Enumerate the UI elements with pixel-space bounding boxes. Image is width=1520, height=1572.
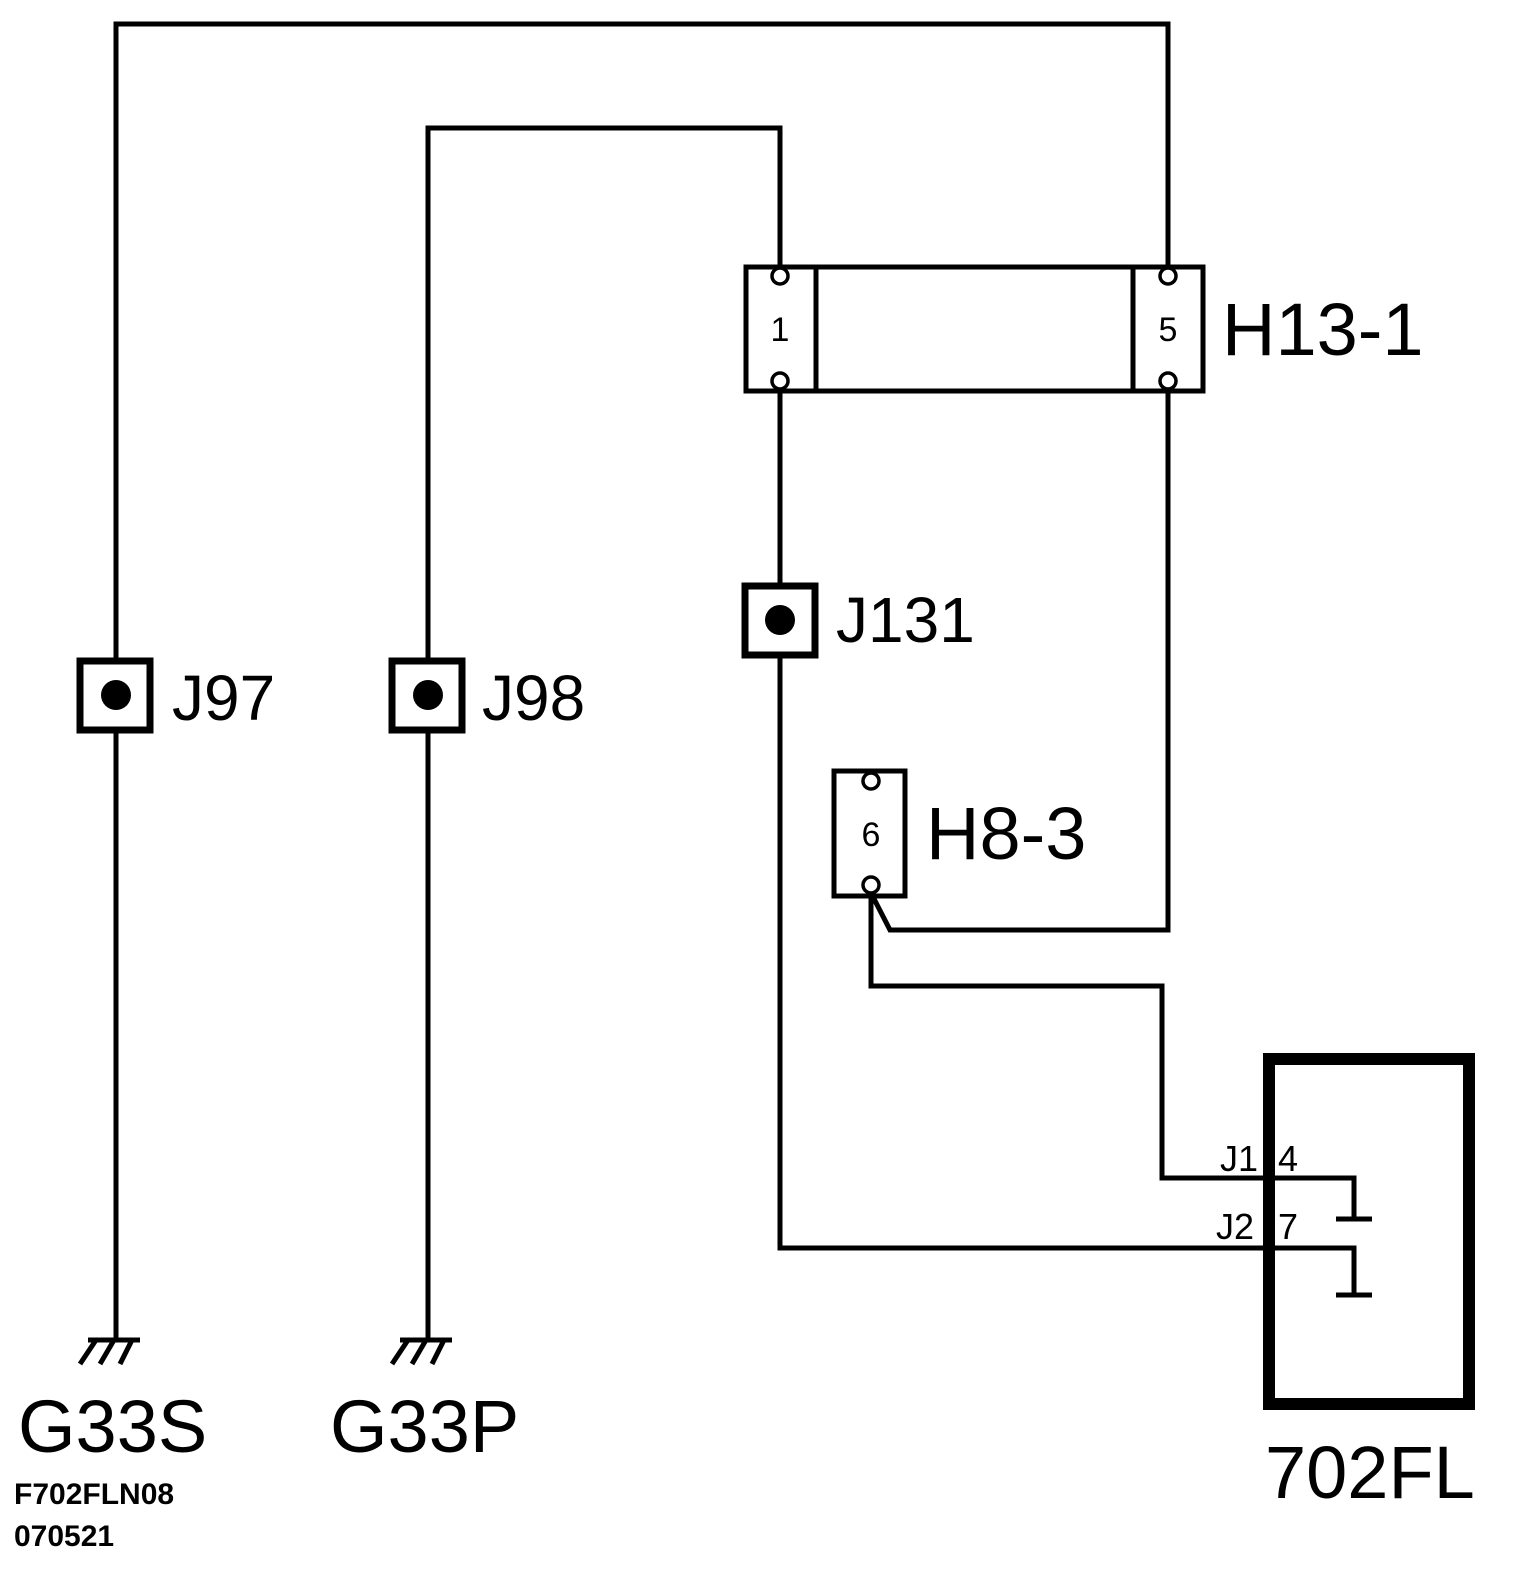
h13-pin1-bottom-terminal bbox=[770, 371, 790, 391]
702fl-component-label: 702FL bbox=[1265, 1431, 1475, 1514]
702fl-contact-pin4 bbox=[1269, 1175, 1357, 1219]
702fl-j2-label: J2 bbox=[1216, 1206, 1254, 1247]
h13-connector-label: H13-1 bbox=[1222, 288, 1424, 371]
wire-g33p-to-h13-pin1 bbox=[425, 125, 783, 1340]
702fl-contact-pin7 bbox=[1269, 1245, 1357, 1295]
h8-pin6-top-terminal bbox=[861, 771, 881, 791]
702fl-j1-label: J1 bbox=[1220, 1138, 1258, 1179]
702fl-pin4-label: 4 bbox=[1278, 1138, 1298, 1179]
diagram-code: F702FLN08 bbox=[14, 1478, 174, 1511]
702fl-pin7-label: 7 bbox=[1278, 1206, 1298, 1247]
h13-pin5-label: 5 bbox=[1159, 311, 1178, 349]
h13-pin5-top-terminal bbox=[1158, 266, 1178, 286]
joint-j98-label: J98 bbox=[482, 662, 585, 734]
ground-g33s-label: G33S bbox=[18, 1385, 207, 1468]
joint-j97-label: J97 bbox=[172, 662, 275, 734]
joint-j131 bbox=[741, 582, 819, 659]
wire-h13-pin5-to-h8-pin6 bbox=[868, 388, 1171, 933]
wire-h8-pin6-to-702fl-pin4 bbox=[868, 893, 1268, 1181]
ground-g33p-label: G33P bbox=[330, 1385, 519, 1468]
component-702fl: 4 7 bbox=[1263, 1053, 1475, 1410]
ground-g33s-icon bbox=[77, 1337, 140, 1366]
joint-j131-label: J131 bbox=[836, 584, 975, 656]
diagram-date: 070521 bbox=[14, 1520, 114, 1553]
harness-connector-h13: 1 5 bbox=[743, 264, 1206, 394]
ground-g33p-icon bbox=[389, 1337, 452, 1366]
joint-j97 bbox=[76, 657, 154, 734]
h8-connector-label: H8-3 bbox=[926, 792, 1086, 875]
h8-pin6-label: 6 bbox=[862, 816, 881, 854]
wire-h13-pin1-to-702fl-pin7 bbox=[777, 388, 1268, 1251]
h8-pin6-bottom-terminal bbox=[861, 875, 881, 895]
connector-h8: 6 bbox=[831, 768, 908, 899]
h13-pin1-top-terminal bbox=[770, 266, 790, 286]
h13-pin1-label: 1 bbox=[771, 311, 790, 349]
h13-pin5-bottom-terminal bbox=[1158, 371, 1178, 391]
joint-j98 bbox=[388, 657, 466, 734]
